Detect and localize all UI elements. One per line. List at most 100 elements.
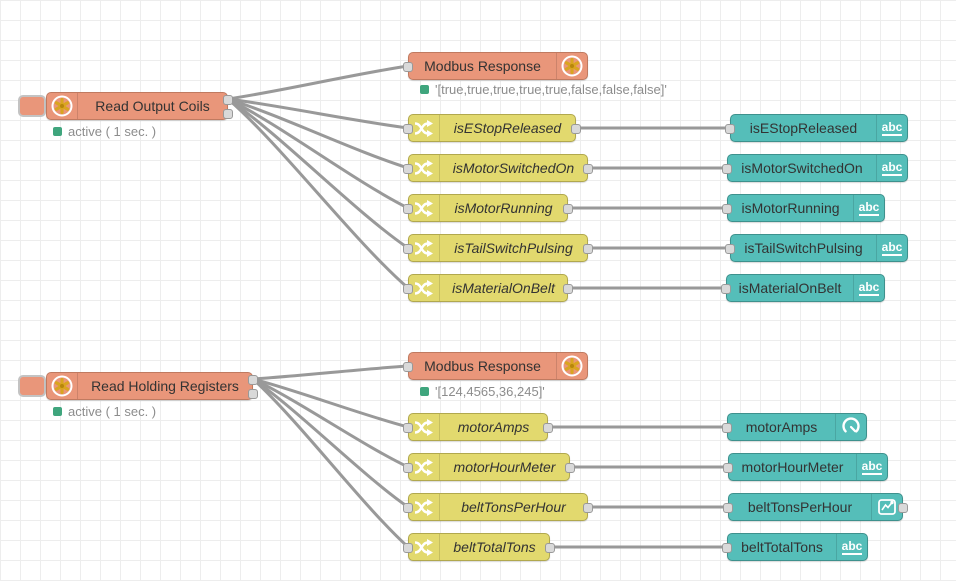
node-label: motorHourMeter xyxy=(741,459,844,475)
wire[interactable] xyxy=(226,97,410,170)
modbus-flower-icon xyxy=(556,353,587,379)
node-ui-text-isMaterialOnBelt[interactable]: isMaterialOnBelt abc xyxy=(721,274,885,302)
output-port[interactable] xyxy=(545,543,555,553)
node-ui-text-isMotorRunning[interactable]: isMotorRunning abc xyxy=(722,194,885,222)
input-port[interactable] xyxy=(722,543,732,553)
shuffle-icon xyxy=(409,494,440,520)
wire[interactable] xyxy=(251,364,410,381)
input-port[interactable] xyxy=(723,503,733,513)
node-label: isTailSwitchPulsing xyxy=(454,240,573,256)
status-dot-icon xyxy=(420,387,429,396)
shuffle-icon xyxy=(409,414,440,440)
input-port[interactable] xyxy=(403,503,413,513)
node-switch-isMaterialOnBelt[interactable]: isMaterialOnBelt xyxy=(403,274,573,302)
input-port[interactable] xyxy=(403,204,413,214)
input-port[interactable] xyxy=(403,62,413,72)
input-port[interactable] xyxy=(403,463,413,473)
node-ui-gauge-motorAmps[interactable]: motorAmps xyxy=(722,413,867,441)
inject-button[interactable] xyxy=(18,375,46,397)
shuffle-icon xyxy=(409,534,440,560)
status-text: '[124,4565,36,245]' xyxy=(435,384,545,399)
output-port[interactable] xyxy=(571,124,581,134)
wire[interactable] xyxy=(226,97,410,290)
input-port[interactable] xyxy=(403,362,413,372)
output-port[interactable] xyxy=(583,503,593,513)
input-port[interactable] xyxy=(722,164,732,174)
input-port[interactable] xyxy=(403,244,413,254)
input-port[interactable] xyxy=(403,423,413,433)
wire[interactable] xyxy=(251,377,410,469)
node-ui-text-isTailSwitchPulsing[interactable]: isTailSwitchPulsing abc xyxy=(725,234,908,262)
output-port[interactable] xyxy=(583,244,593,254)
inject-button[interactable] xyxy=(18,95,46,117)
wire[interactable] xyxy=(226,97,410,210)
output-port[interactable] xyxy=(565,463,575,473)
wire[interactable] xyxy=(226,97,410,130)
node-read-output-coils[interactable]: Read Output Coils xyxy=(46,92,233,120)
node-ui-text-motorHourMeter[interactable]: motorHourMeter abc xyxy=(723,453,888,481)
node-switch-beltTonsPerHour[interactable]: beltTonsPerHour xyxy=(403,493,593,521)
wire[interactable] xyxy=(251,377,410,429)
node-modbus-response-2[interactable]: Modbus Response xyxy=(403,352,588,380)
input-port[interactable] xyxy=(403,543,413,553)
output-port[interactable] xyxy=(543,423,553,433)
node-label: isEStopReleased xyxy=(453,120,562,136)
node-switch-motorAmps[interactable]: motorAmps xyxy=(403,413,553,441)
node-label: isMotorSwitchedOn xyxy=(741,160,863,176)
output-port-1[interactable] xyxy=(248,375,258,385)
node-ui-text-isEStopReleased[interactable]: isEStopReleased abc xyxy=(725,114,908,142)
input-port[interactable] xyxy=(403,284,413,294)
input-port[interactable] xyxy=(725,124,735,134)
wire[interactable] xyxy=(226,64,410,101)
node-read-holding-registers[interactable]: Read Holding Registers xyxy=(46,372,258,400)
line-chart-icon xyxy=(871,494,902,520)
input-port[interactable] xyxy=(722,204,732,214)
input-port[interactable] xyxy=(723,463,733,473)
output-port[interactable] xyxy=(563,204,573,214)
node-status: active ( 1 sec. ) xyxy=(53,404,156,419)
output-port-2[interactable] xyxy=(223,109,233,119)
node-status: '[124,4565,36,245]' xyxy=(420,384,545,399)
node-switch-isMotorSwitchedOn[interactable]: isMotorSwitchedOn xyxy=(403,154,593,182)
abc-text-icon: abc xyxy=(853,275,884,301)
abc-text-icon: abc xyxy=(836,534,867,560)
node-label: isMotorRunning xyxy=(454,200,553,216)
output-port-2[interactable] xyxy=(248,389,258,399)
node-ui-chart-beltTonsPerHour[interactable]: beltTonsPerHour xyxy=(723,493,908,521)
modbus-flower-icon xyxy=(47,93,78,119)
node-switch-beltTotalTons[interactable]: beltTotalTons xyxy=(403,533,555,561)
modbus-flower-icon xyxy=(47,373,78,399)
output-port[interactable] xyxy=(583,164,593,174)
node-label: Modbus Response xyxy=(424,58,541,74)
node-ui-text-beltTotalTons[interactable]: beltTotalTons abc xyxy=(722,533,868,561)
input-port[interactable] xyxy=(403,124,413,134)
abc-text-icon: abc xyxy=(853,195,884,221)
abc-text-icon: abc xyxy=(876,115,907,141)
input-port[interactable] xyxy=(722,423,732,433)
node-label: Read Holding Registers xyxy=(91,378,239,394)
input-port[interactable] xyxy=(403,164,413,174)
status-dot-icon xyxy=(53,407,62,416)
shuffle-icon xyxy=(409,155,440,181)
node-label: isMotorRunning xyxy=(741,200,840,216)
node-modbus-response-1[interactable]: Modbus Response xyxy=(403,52,588,80)
input-port[interactable] xyxy=(725,244,735,254)
output-port-1[interactable] xyxy=(223,95,233,105)
output-port[interactable] xyxy=(898,503,908,513)
wire[interactable] xyxy=(251,377,410,549)
node-switch-motorHourMeter[interactable]: motorHourMeter xyxy=(403,453,575,481)
output-port[interactable] xyxy=(563,284,573,294)
node-switch-isTailSwitchPulsing[interactable]: isTailSwitchPulsing xyxy=(403,234,593,262)
node-switch-isEStopReleased[interactable]: isEStopReleased xyxy=(403,114,581,142)
wire[interactable] xyxy=(251,377,410,509)
status-text: active ( 1 sec. ) xyxy=(68,124,157,139)
node-switch-isMotorRunning[interactable]: isMotorRunning xyxy=(403,194,573,222)
status-dot-icon xyxy=(53,127,62,136)
node-ui-text-isMotorSwitchedOn[interactable]: isMotorSwitchedOn abc xyxy=(722,154,908,182)
input-port[interactable] xyxy=(721,284,731,294)
node-label: isTailSwitchPulsing xyxy=(744,240,863,256)
wire[interactable] xyxy=(226,97,410,250)
node-label: beltTotalTons xyxy=(741,539,823,555)
